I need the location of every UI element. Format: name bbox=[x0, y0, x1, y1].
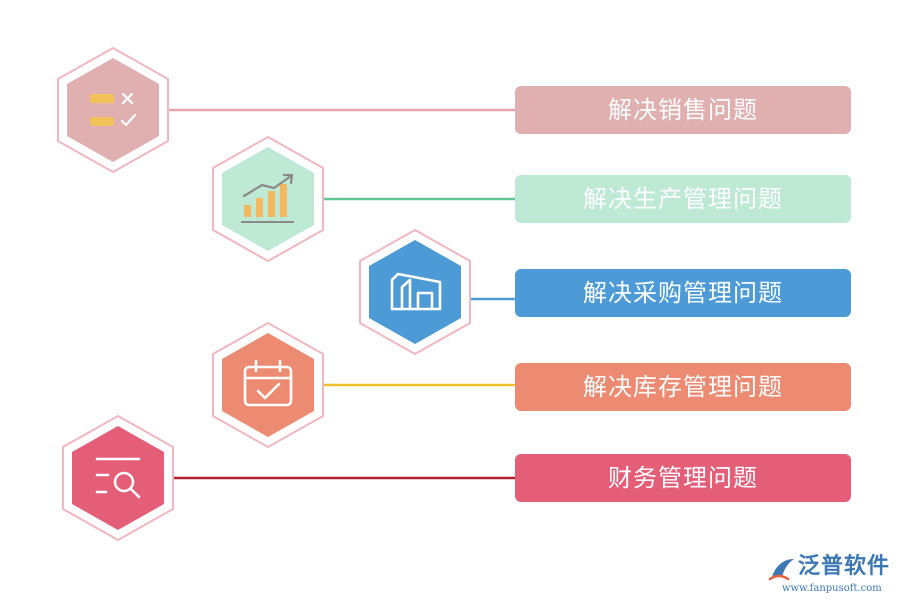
label-pill-5: 财务管理问题 bbox=[515, 454, 851, 502]
label-text-4: 解决库存管理问题 bbox=[583, 373, 783, 401]
label-pill-1: 解决销售问题 bbox=[515, 86, 851, 134]
search-list-icon bbox=[95, 457, 141, 499]
hexagon-node-3 bbox=[359, 228, 471, 356]
label-pill-3: 解决采购管理问题 bbox=[515, 269, 851, 317]
label-text-1: 解决销售问题 bbox=[608, 96, 758, 124]
warehouse-icon bbox=[390, 272, 442, 311]
label-pill-2: 解决生产管理问题 bbox=[515, 175, 851, 223]
label-text-2: 解决生产管理问题 bbox=[583, 185, 783, 213]
logo-url: www.fanpusoft.com bbox=[782, 583, 882, 594]
hexagon-node-1 bbox=[57, 46, 169, 174]
logo-mark-icon bbox=[768, 559, 794, 581]
bar-chart-growth-icon bbox=[241, 173, 294, 223]
calendar-check-icon bbox=[243, 359, 293, 407]
brand-logo: 泛普软件 www.fanpusoft.com bbox=[768, 553, 892, 597]
hexagon-node-2 bbox=[212, 135, 324, 263]
hexagon-node-4 bbox=[212, 321, 324, 449]
label-pill-4: 解决库存管理问题 bbox=[515, 363, 851, 411]
label-text-3: 解决采购管理问题 bbox=[583, 279, 783, 307]
logo-name: 泛普软件 bbox=[798, 554, 891, 579]
label-text-5: 财务管理问题 bbox=[608, 464, 758, 492]
hexagon-node-5 bbox=[62, 414, 174, 542]
checklist-icon bbox=[90, 92, 137, 127]
